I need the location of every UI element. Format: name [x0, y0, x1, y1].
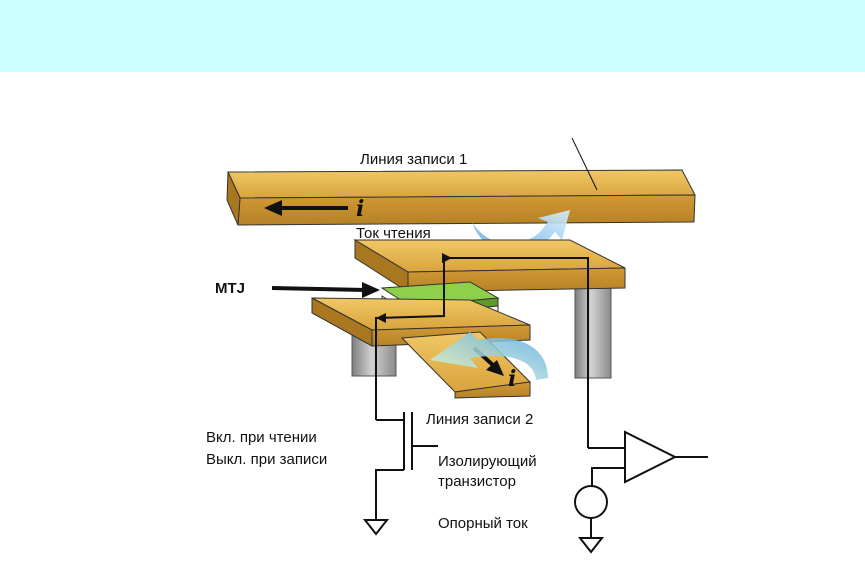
read-arrow-left-icon — [376, 313, 386, 323]
top-electrode — [353, 239, 626, 293]
read-arrow-top-icon — [442, 253, 452, 263]
ground-right-icon — [577, 537, 605, 554]
read-current-label: Ток чтения — [356, 225, 431, 242]
off-write-label: Выкл. при записи — [206, 451, 327, 468]
sense-amplifier — [588, 430, 708, 486]
current-symbol-bottom: i — [508, 366, 516, 392]
read-current-path — [375, 257, 589, 448]
left-wire — [375, 412, 438, 520]
field-arrow-bottom-icon — [430, 332, 548, 380]
current-symbol-top: i — [356, 196, 364, 222]
reference-current-label: Опорный ток — [438, 515, 528, 532]
ground-left-icon — [362, 519, 390, 536]
reference-current-source-icon — [574, 485, 608, 538]
mtj-pointer-arrow — [271, 282, 380, 298]
mtj-label: MTJ — [215, 280, 245, 297]
write-line-1 — [226, 169, 696, 226]
current-arrow-top — [264, 200, 348, 216]
header-band — [0, 0, 865, 72]
write-line-1-label: Линия записи 1 — [360, 151, 467, 168]
on-read-label: Вкл. при чтении — [206, 429, 317, 446]
write-line-1-leader — [571, 137, 598, 191]
isolating-transistor-label-line1: Изолирующий — [438, 453, 537, 470]
write-line-2-label: Линия записи 2 — [426, 411, 533, 428]
right-pillar — [574, 277, 612, 379]
isolating-transistor-label-line2: транзистор — [438, 473, 516, 490]
